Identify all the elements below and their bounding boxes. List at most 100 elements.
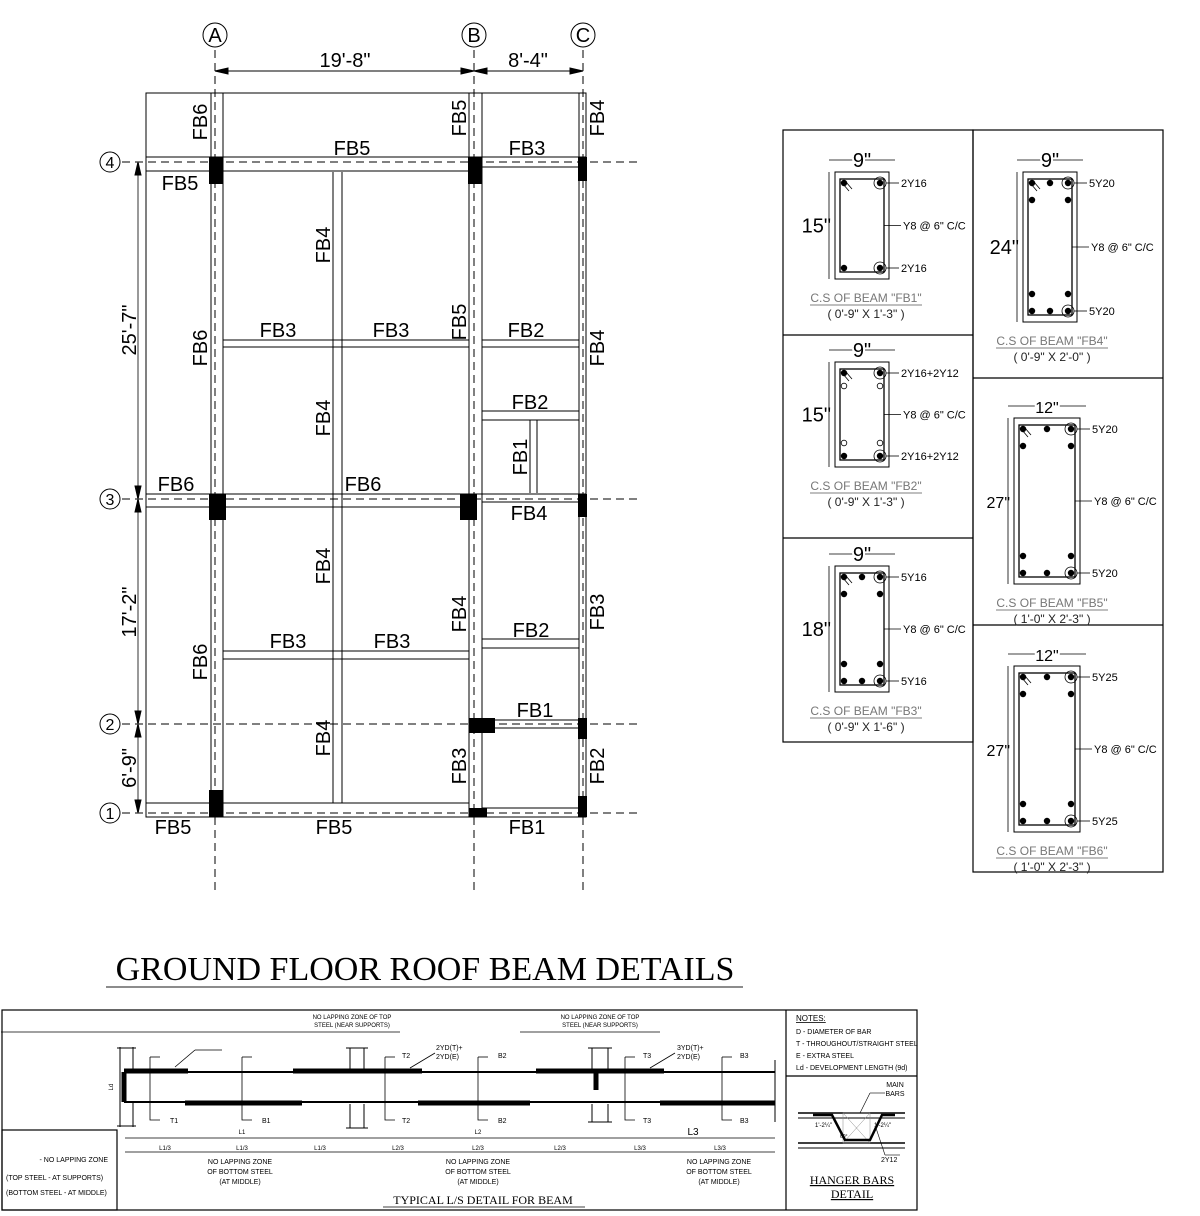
beam-label: FB6 xyxy=(190,330,212,367)
top-steel-label: 2Y16 xyxy=(901,178,927,190)
beam-label: FB5 xyxy=(316,817,353,839)
rebar xyxy=(1019,552,1027,560)
grid-bubble-2 xyxy=(99,713,121,735)
stirrup-label: Y8 @ 6" C/C xyxy=(903,410,966,422)
section-size: ( 1'-0" X 2'-3" ) xyxy=(1013,612,1090,626)
bottom-steel-label: 2Y16 xyxy=(901,263,927,275)
section-mark-b3-top: B3 xyxy=(740,1053,749,1060)
rebar xyxy=(876,369,884,377)
rebar xyxy=(1019,817,1027,825)
extra-rebar xyxy=(876,382,884,390)
section-frames xyxy=(782,129,1164,873)
span-label-l3: L3 xyxy=(687,1127,699,1138)
no-lap-top-1-line1: NO LAPPING ZONE OF TOP xyxy=(313,1015,392,1021)
rebar xyxy=(1046,179,1054,187)
section-depth-label: 15" xyxy=(802,216,831,238)
no-lap-bottom-2-line1: NO LAPPING ZONE xyxy=(446,1159,511,1166)
no-lap-bottom-2-line3: (AT MIDDLE) xyxy=(457,1179,498,1186)
dim-ab: 19'-8" xyxy=(320,50,371,72)
dimension-lines xyxy=(134,67,584,814)
legend-line1: - NO LAPPING ZONE xyxy=(40,1157,109,1164)
ls-title: TYPICAL L/S DETAIL FOR BEAM xyxy=(393,1193,573,1207)
section-mark-b1: B1 xyxy=(262,1118,271,1125)
hanger-title-line1: HANGER BARS xyxy=(810,1173,894,1187)
beam-label: FB3 xyxy=(509,138,546,160)
stirrup xyxy=(1018,424,1076,578)
bottom-steel-label: 5Y20 xyxy=(1089,306,1115,318)
stirrup-label: Y8 @ 6" C/C xyxy=(1094,744,1157,756)
column-c3 xyxy=(578,494,587,517)
hanger-angle: 60° xyxy=(840,1134,848,1140)
section-title: C.S OF BEAM "FB4" xyxy=(996,334,1107,348)
rebar xyxy=(1046,307,1054,315)
rebar xyxy=(1067,800,1075,808)
beam-label: FB4 xyxy=(313,227,335,264)
main-title: GROUND FLOOR ROOF BEAM DETAILS xyxy=(116,951,735,988)
rebar xyxy=(1028,290,1036,298)
third-label: L2/3 xyxy=(392,1146,404,1152)
span-label-l2: L2 xyxy=(475,1130,482,1136)
rebar xyxy=(1043,569,1051,577)
note-item: E - EXTRA STEEL xyxy=(796,1053,854,1060)
span-label-l1: L1 xyxy=(239,1130,246,1136)
rebar xyxy=(876,590,884,598)
section-title: C.S OF BEAM "FB1" xyxy=(810,291,921,305)
third-label: L1/3 xyxy=(236,1146,248,1152)
rebar xyxy=(840,452,848,460)
rebar xyxy=(1019,425,1027,433)
concrete-outline xyxy=(1013,417,1081,585)
top-steel-label: 5Y16 xyxy=(901,572,927,584)
rebar xyxy=(1067,690,1075,698)
section-width-label: 12" xyxy=(1035,648,1058,665)
beam-label: FB4 xyxy=(587,100,609,137)
rebar xyxy=(876,452,884,460)
beam-label: FB5 xyxy=(155,817,192,839)
notes-heading: NOTES: xyxy=(796,1014,826,1023)
section-depth-label: 24" xyxy=(990,237,1019,259)
column-b1 xyxy=(469,808,487,817)
section-mark-b2-top: B2 xyxy=(498,1053,507,1060)
bottom-steel-label: 5Y25 xyxy=(1092,816,1118,828)
beam-label: FB5 xyxy=(162,173,199,195)
no-lap-bottom-3-line2: OF BOTTOM STEEL xyxy=(686,1169,752,1176)
ld-label: Ld xyxy=(109,1084,115,1091)
grid-label-4: 4 xyxy=(106,155,115,172)
stirrup xyxy=(839,572,885,686)
beam-label: FB2 xyxy=(508,320,545,342)
section-depth-label: 18" xyxy=(802,619,831,641)
main-bars-line1: MAIN xyxy=(886,1082,904,1089)
rebar xyxy=(1028,179,1036,187)
section-size: ( 0'-9" X 1'-6" ) xyxy=(827,720,904,734)
rebar xyxy=(840,677,848,685)
plan-labels: A B C 4 3 2 1 19'-8" 8'-4" 25'-7" 17'-2"… xyxy=(106,25,609,839)
no-lap-bottom-1-line1: NO LAPPING ZONE xyxy=(208,1159,273,1166)
grid-lines xyxy=(122,50,640,890)
no-lap-bottom-1-line2: OF BOTTOM STEEL xyxy=(207,1169,273,1176)
rebar xyxy=(1019,800,1027,808)
dim-bc: 8'-4" xyxy=(508,50,548,72)
grid-bubble-c xyxy=(570,22,596,48)
no-lap-top-2-line2: STEEL (NEAR SUPPORTS) xyxy=(562,1023,638,1029)
rebar xyxy=(1067,673,1075,681)
rebar xyxy=(876,660,884,668)
section-width-label: 12" xyxy=(1035,400,1058,417)
rebar xyxy=(1028,196,1036,204)
no-lap-top-2-line1: NO LAPPING ZONE OF TOP xyxy=(561,1015,640,1021)
stirrup xyxy=(839,368,885,461)
grid-label-b: B xyxy=(467,25,480,47)
column-a1 xyxy=(209,790,223,817)
legend-line3: (BOTTOM STEEL - AT MIDDLE) xyxy=(6,1190,107,1197)
beam-label: FB6 xyxy=(190,644,212,681)
rebar xyxy=(876,264,884,272)
beam-label: FB1 xyxy=(510,439,532,476)
rebar xyxy=(840,369,848,377)
bar-note-2-line2: 2YD(E) xyxy=(677,1054,700,1061)
stirrup-label: Y8 @ 6" C/C xyxy=(903,221,966,233)
stirrup-label: Y8 @ 6" C/C xyxy=(1094,496,1157,508)
ls-labels: NO LAPPING ZONE OF TOP STEEL (NEAR SUPPO… xyxy=(6,1014,918,1208)
beam-label: FB5 xyxy=(449,100,471,137)
third-label: L1/3 xyxy=(314,1146,326,1152)
